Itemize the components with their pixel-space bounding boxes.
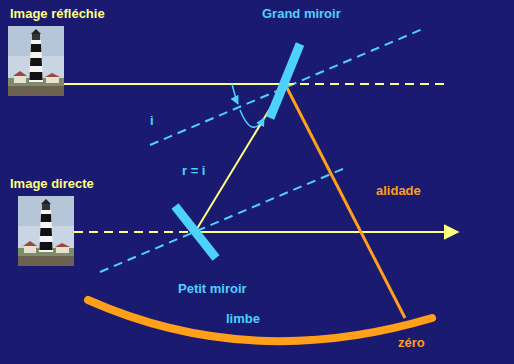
part-label: alidade: [376, 184, 421, 198]
title-label: Image réfléchie: [10, 7, 105, 21]
mirror-label: Grand miroir: [262, 7, 341, 21]
angle-label: r = i: [182, 164, 206, 178]
part-label: zéro: [398, 336, 425, 350]
mirror-label: Petit miroir: [178, 282, 247, 296]
title-label: Image directe: [10, 177, 94, 191]
angle-label: i: [150, 114, 154, 128]
part-label: limbe: [226, 312, 260, 326]
